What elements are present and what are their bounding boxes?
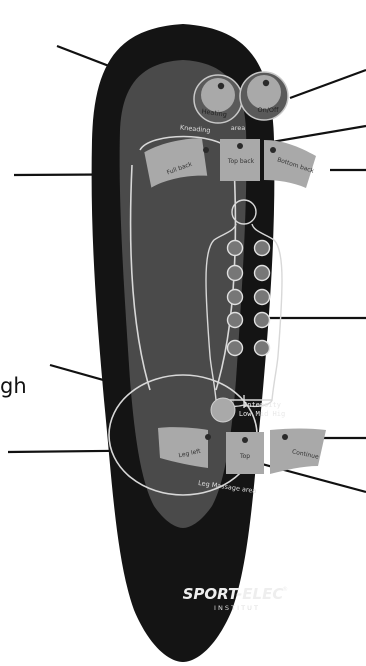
roller-point-icon <box>255 290 270 305</box>
intensity-title: Intensity <box>243 401 281 409</box>
top-back-led <box>237 143 243 149</box>
on-off-label: On/Off <box>257 106 279 114</box>
bottom-back-led <box>270 147 276 153</box>
brand-registered: ® <box>282 586 288 593</box>
top-back-button[interactable]: Top back <box>220 139 260 181</box>
intensity-levels: Low Mid Hig <box>239 410 285 418</box>
brand-sub: I N S T I T U T <box>214 604 258 612</box>
roller-point-icon <box>255 241 270 256</box>
on-off-button[interactable]: On/Off <box>240 72 288 120</box>
brand-name: SPORT-ELEC <box>183 585 284 603</box>
roller-point-icon <box>228 241 243 256</box>
top-button[interactable]: Top <box>226 432 264 474</box>
roller-point-icon <box>228 341 243 356</box>
leg-right-led <box>282 434 288 440</box>
intensity-button[interactable] <box>211 398 235 422</box>
leg-left-led <box>205 434 211 440</box>
heating-led <box>218 83 224 89</box>
leg-right-button[interactable]: Continue <box>270 429 326 475</box>
roller-point-icon <box>228 290 243 305</box>
top-label: Top <box>239 453 250 460</box>
top-back-label: Top back <box>227 158 255 165</box>
callout-line-on-off <box>290 70 366 98</box>
roller-point-icon <box>255 266 270 281</box>
roller-point-icon <box>228 266 243 281</box>
callout-label-partial: gh <box>0 374 27 398</box>
heating-button[interactable]: Heating <box>194 75 242 123</box>
kneading-area-word: area <box>231 124 246 132</box>
top-led <box>242 437 248 443</box>
roller-point-icon <box>228 313 243 328</box>
on-off-led <box>263 80 269 86</box>
roller-point-icon <box>255 341 270 356</box>
left-back-led <box>203 147 209 153</box>
roller-point-icon <box>255 313 270 328</box>
